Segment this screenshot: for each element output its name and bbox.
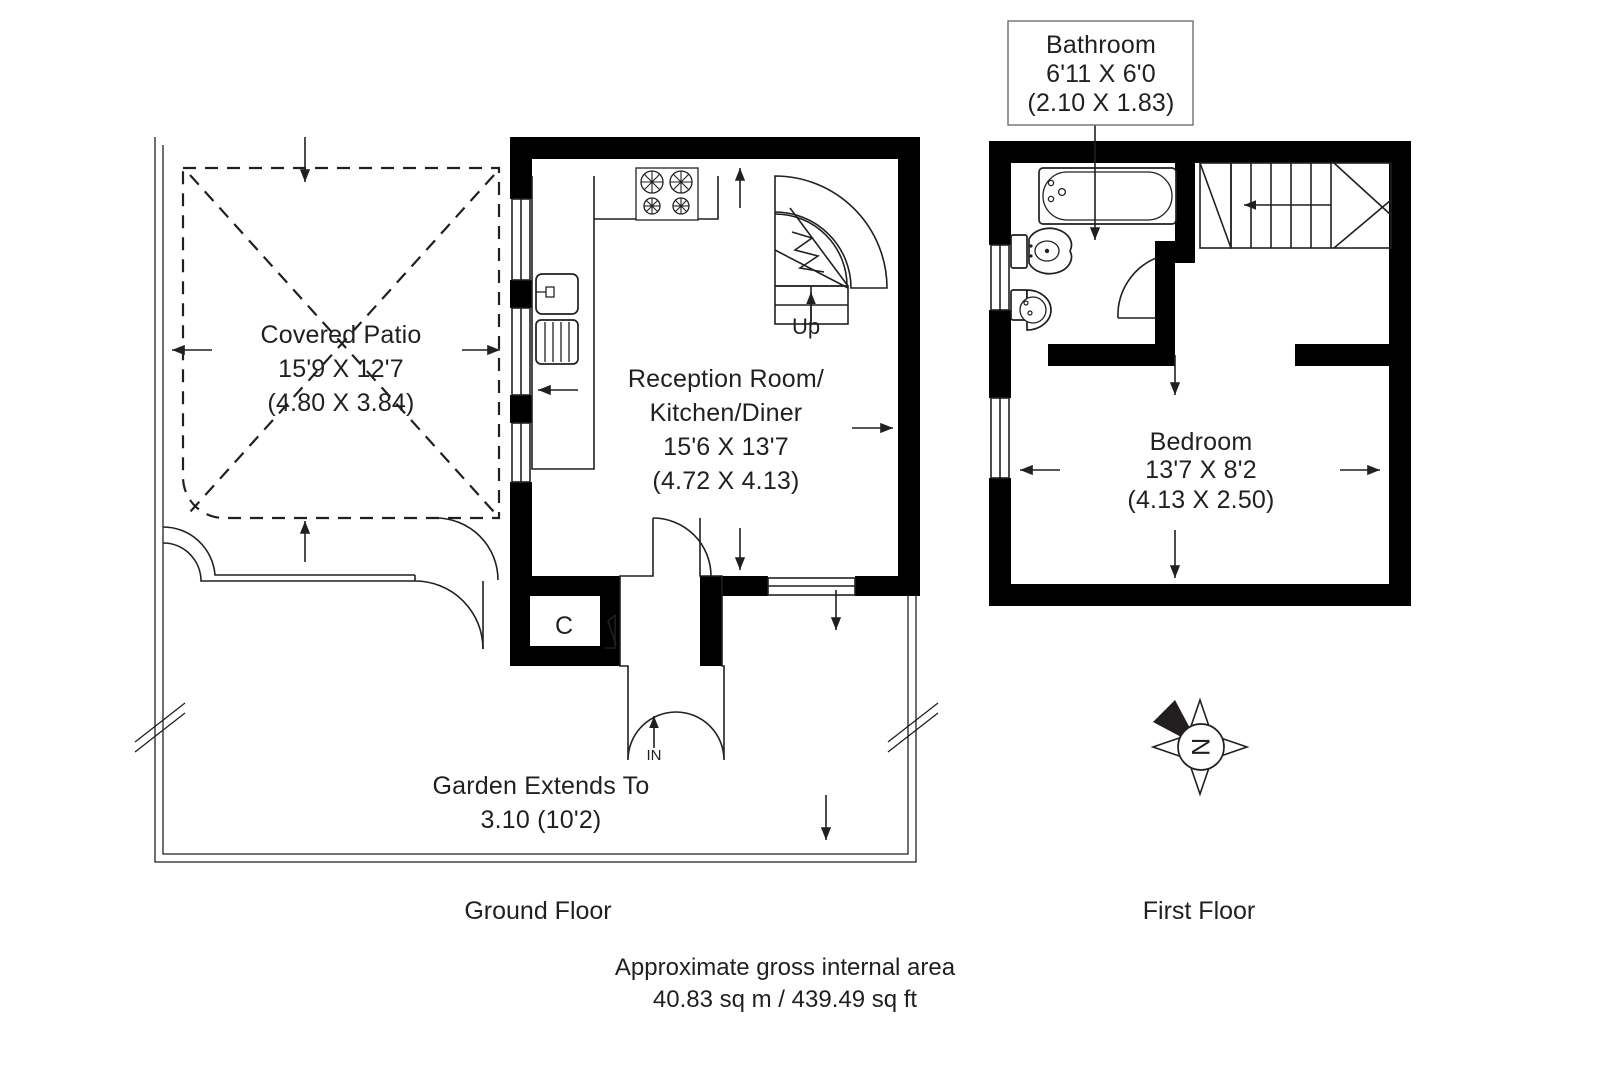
patio-door-swing <box>435 517 499 581</box>
gross-area-line2: 40.83 sq m / 439.49 sq ft <box>653 986 917 1013</box>
compass-rose-icon: N <box>1150 697 1250 797</box>
ground-floor-walls <box>510 137 920 666</box>
covered-patio-label: Covered Patio 15'9 X 12'7 (4.80 X 3.84) <box>260 321 421 417</box>
ground-window-left-3 <box>511 422 531 483</box>
gross-area-line1: Approximate gross internal area <box>615 954 956 981</box>
ground-window-left-2 <box>511 307 531 396</box>
bedroom-dim-imperial: 13'7 X 8'2 <box>1145 456 1257 484</box>
patio-low-wall <box>162 526 416 582</box>
reception-room-dim-imperial: 15'6 X 13'7 <box>663 433 789 461</box>
toilet-icon <box>1010 227 1073 275</box>
bathroom-dim-metric: (2.10 X 1.83) <box>1027 89 1174 117</box>
covered-patio-dim-imperial: 15'9 X 12'7 <box>278 355 404 383</box>
covered-patio-outline <box>181 166 501 520</box>
washbasin-icon <box>1010 289 1052 331</box>
footer-area-note: Approximate gross internal area 40.83 sq… <box>615 954 956 1013</box>
entrance-porch <box>619 517 725 761</box>
sink-icon <box>535 273 579 315</box>
bathroom-name: Bathroom <box>1046 31 1156 59</box>
compass-north-label: N <box>1186 738 1214 756</box>
bathroom-door-swing <box>1117 257 1157 319</box>
bathtub-icon <box>1038 167 1177 225</box>
bathroom-dim-imperial: 6'11 X 6'0 <box>1046 60 1156 88</box>
first-window-left-1 <box>990 244 1010 311</box>
reception-room-name-line2: Kitchen/Diner <box>650 399 803 427</box>
reception-room-name-line1: Reception Room/ <box>628 365 824 393</box>
entrance-in-label: IN <box>647 747 662 764</box>
bedroom-name: Bedroom <box>1150 428 1253 456</box>
first-floor-plan: Bathroom 6'11 X 6'0 (2.10 X 1.83) Bedroo… <box>989 20 1411 925</box>
patio-gate-swing <box>414 580 484 650</box>
hob-icon <box>635 167 699 221</box>
first-window-left-2 <box>990 397 1010 479</box>
staircase-up <box>774 175 888 325</box>
bedroom-dim-metric: (4.13 X 2.50) <box>1127 486 1274 514</box>
garden-boundary <box>134 137 939 863</box>
covered-patio-name: Covered Patio <box>260 321 421 349</box>
first-floor-dimension-arrows <box>1020 125 1380 578</box>
bedroom-label: Bedroom 13'7 X 8'2 (4.13 X 2.50) <box>1127 428 1274 514</box>
garden-extends-line1: Garden Extends To <box>433 772 650 800</box>
covered-patio-dim-metric: (4.80 X 3.84) <box>267 389 414 417</box>
ground-dimension-arrows <box>172 137 893 840</box>
dishwasher-icon <box>535 319 579 365</box>
cupboard-label: C <box>555 612 573 640</box>
kitchen-units <box>531 176 719 470</box>
garden-extends-label: Garden Extends To 3.10 (10'2) <box>433 772 650 834</box>
bathroom-label-box: Bathroom 6'11 X 6'0 (2.10 X 1.83) <box>1007 20 1194 126</box>
first-floor-title: First Floor <box>1143 897 1256 925</box>
first-floor-staircase <box>1199 162 1392 249</box>
ground-window-bottom <box>767 577 856 596</box>
reception-room-label: Reception Room/ Kitchen/Diner 15'6 X 13'… <box>628 365 824 495</box>
reception-room-dim-metric: (4.72 X 4.13) <box>652 467 799 495</box>
ground-floor-plan: Up C IN <box>134 137 939 925</box>
cupboard-door <box>605 614 617 649</box>
garden-extends-line2: 3.10 (10'2) <box>481 806 602 834</box>
ground-window-left-1 <box>511 198 531 281</box>
stairs-up-label: Up <box>792 314 820 339</box>
ground-floor-title: Ground Floor <box>464 897 611 925</box>
